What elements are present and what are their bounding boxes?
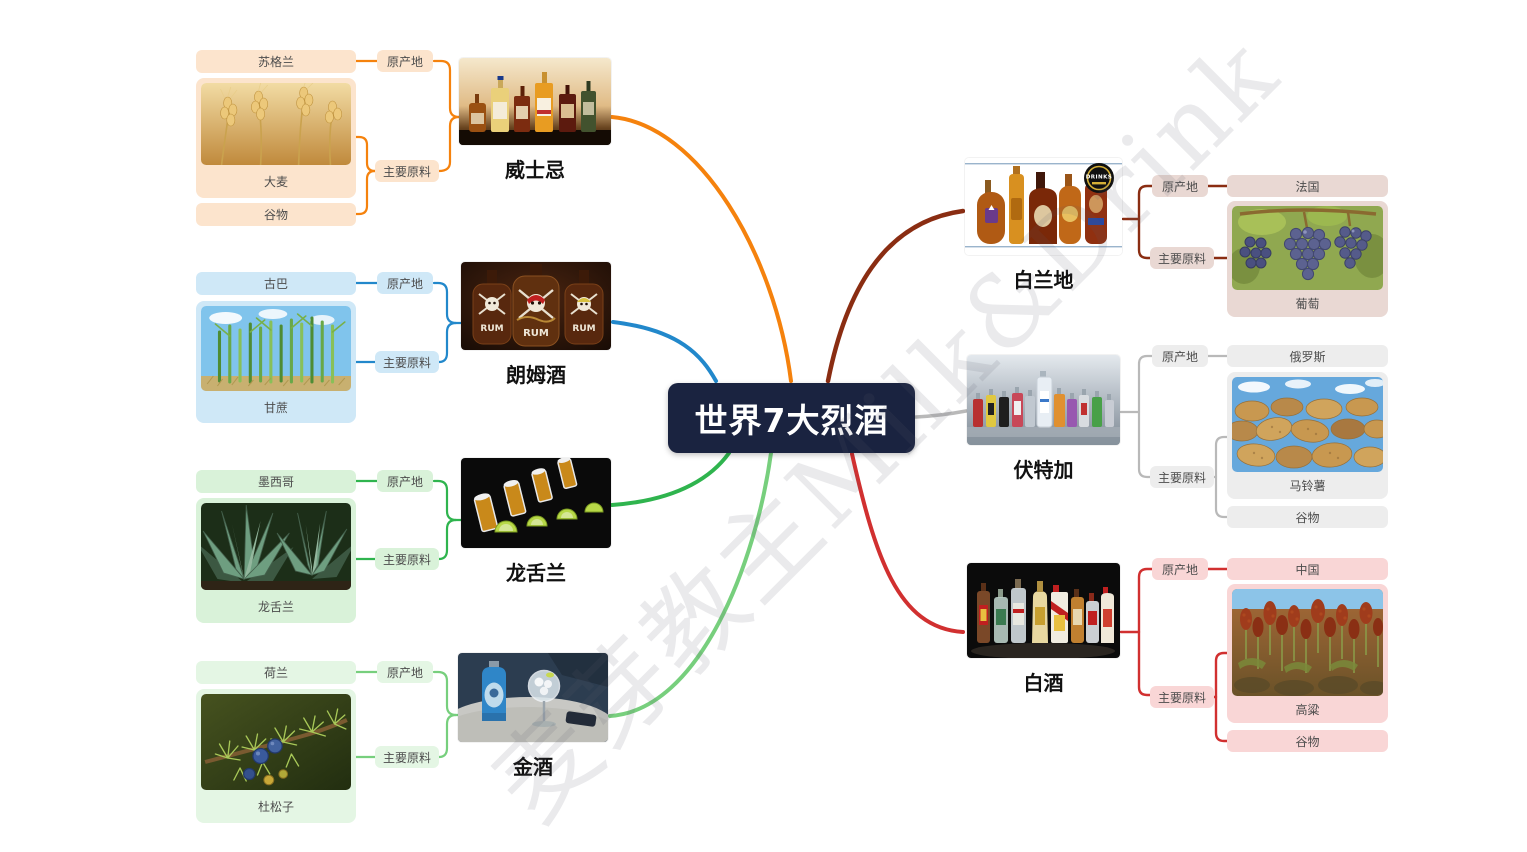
node-baijiu-origin-label[interactable]: 原产地 — [1152, 558, 1208, 580]
card-label-sorghum: 高粱 — [1295, 703, 1320, 717]
node-vodka[interactable]: 伏特加 — [967, 355, 1120, 483]
vodka-bottles-photo — [967, 355, 1120, 445]
node-whisky-barley[interactable]: 大麦 — [196, 78, 356, 198]
sorghum-field-photo — [1232, 589, 1383, 696]
node-tequila-agave[interactable]: 龙舌兰 — [196, 498, 356, 623]
node-brandy-grape[interactable]: 葡萄 — [1227, 201, 1388, 317]
node-vodka-grain[interactable]: 谷物 — [1227, 506, 1388, 528]
node-tequila-origin-label[interactable]: 原产地 — [377, 470, 433, 492]
tequila-shots-photo — [461, 458, 611, 548]
node-rum-ingredient-label[interactable]: 主要原料 — [375, 351, 439, 373]
card-label-sugarcane: 甘蔗 — [263, 400, 288, 415]
node-baijiu-grain[interactable]: 谷物 — [1227, 730, 1388, 752]
node-brandy-ingredient-label[interactable]: 主要原料 — [1150, 247, 1214, 269]
node-brandy-origin-label[interactable]: 原产地 — [1152, 175, 1208, 197]
node-tequila-origin-value[interactable]: 墨西哥 — [196, 470, 356, 493]
svg-text:RUM: RUM — [572, 324, 595, 334]
card-label-barley: 大麦 — [263, 175, 288, 189]
node-vodka-ingredient-label[interactable]: 主要原料 — [1150, 466, 1214, 488]
agave-plant-photo — [201, 503, 351, 590]
node-rum[interactable]: RUM RUM RUM 朗姆酒 — [461, 262, 611, 388]
node-brandy-origin-value[interactable]: 法国 — [1227, 175, 1388, 197]
node-whisky-ingredient-label[interactable]: 主要原料 — [375, 160, 439, 182]
node-gin-ingredient-label[interactable]: 主要原料 — [375, 746, 439, 768]
svg-text:RUM: RUM — [480, 324, 503, 334]
spirit-name-gin: 金酒 — [513, 755, 553, 779]
node-gin-juniper[interactable]: 杜松子 — [196, 689, 356, 823]
node-gin[interactable]: 金酒 — [458, 653, 608, 780]
node-baijiu-ingredient-label[interactable]: 主要原料 — [1150, 686, 1214, 708]
node-tequila-ingredient-label[interactable]: 主要原料 — [375, 548, 439, 570]
brandy-bottles-photo: DRINKS — [965, 158, 1122, 255]
node-vodka-potato[interactable]: 马铃薯 — [1227, 372, 1388, 499]
node-gin-origin-label[interactable]: 原产地 — [377, 661, 433, 683]
node-whisky[interactable]: 威士忌 — [459, 58, 611, 183]
rum-bottles-photo: RUM RUM RUM — [461, 262, 611, 350]
node-baijiu[interactable]: 白酒 — [967, 563, 1120, 696]
baijiu-bottles-photo — [967, 563, 1120, 658]
spirit-name-vodka: 伏特加 — [1013, 458, 1074, 482]
whisky-bottles-photo — [459, 58, 611, 145]
node-whisky-grain[interactable]: 谷物 — [196, 203, 356, 226]
node-rum-origin-label[interactable]: 原产地 — [377, 272, 433, 294]
spirit-name-rum: 朗姆酒 — [506, 363, 566, 387]
central-topic[interactable]: 世界7大烈酒 — [668, 383, 915, 453]
spirit-name-tequila: 龙舌兰 — [506, 561, 566, 585]
juniper-berries-photo — [201, 694, 351, 790]
barley-field-photo — [201, 83, 351, 165]
node-rum-origin-value[interactable]: 古巴 — [196, 272, 356, 295]
svg-text:RUM: RUM — [523, 328, 549, 339]
node-gin-origin-value[interactable]: 荷兰 — [196, 661, 356, 684]
spirit-name-brandy: 白兰地 — [1013, 268, 1074, 292]
node-rum-sugarcane[interactable]: 甘蔗 — [196, 301, 356, 423]
card-label-grape: 葡萄 — [1295, 297, 1320, 311]
spirit-name-whisky: 威士忌 — [505, 158, 565, 182]
node-whisky-origin-label[interactable]: 原产地 — [377, 50, 433, 72]
potatoes-photo — [1232, 377, 1383, 472]
svg-text:DRINKS: DRINKS — [1086, 175, 1112, 181]
card-label-potato: 马铃薯 — [1289, 479, 1326, 493]
gin-bottle-photo — [458, 653, 608, 742]
node-tequila[interactable]: 龙舌兰 — [461, 458, 611, 586]
node-baijiu-origin-value[interactable]: 中国 — [1227, 558, 1388, 580]
spirit-name-baijiu: 白酒 — [1023, 671, 1064, 695]
node-baijiu-sorghum[interactable]: 高粱 — [1227, 584, 1388, 723]
node-whisky-origin-value[interactable]: 苏格兰 — [196, 50, 356, 73]
node-vodka-origin-label[interactable]: 原产地 — [1152, 345, 1208, 367]
node-brandy[interactable]: DRINKS 白兰地 — [965, 158, 1122, 293]
card-label-juniper: 杜松子 — [257, 800, 294, 814]
node-vodka-origin-value[interactable]: 俄罗斯 — [1227, 345, 1388, 367]
grapes-photo — [1232, 206, 1383, 290]
sugarcane-field-photo — [201, 306, 351, 391]
card-label-agave: 龙舌兰 — [257, 600, 294, 614]
